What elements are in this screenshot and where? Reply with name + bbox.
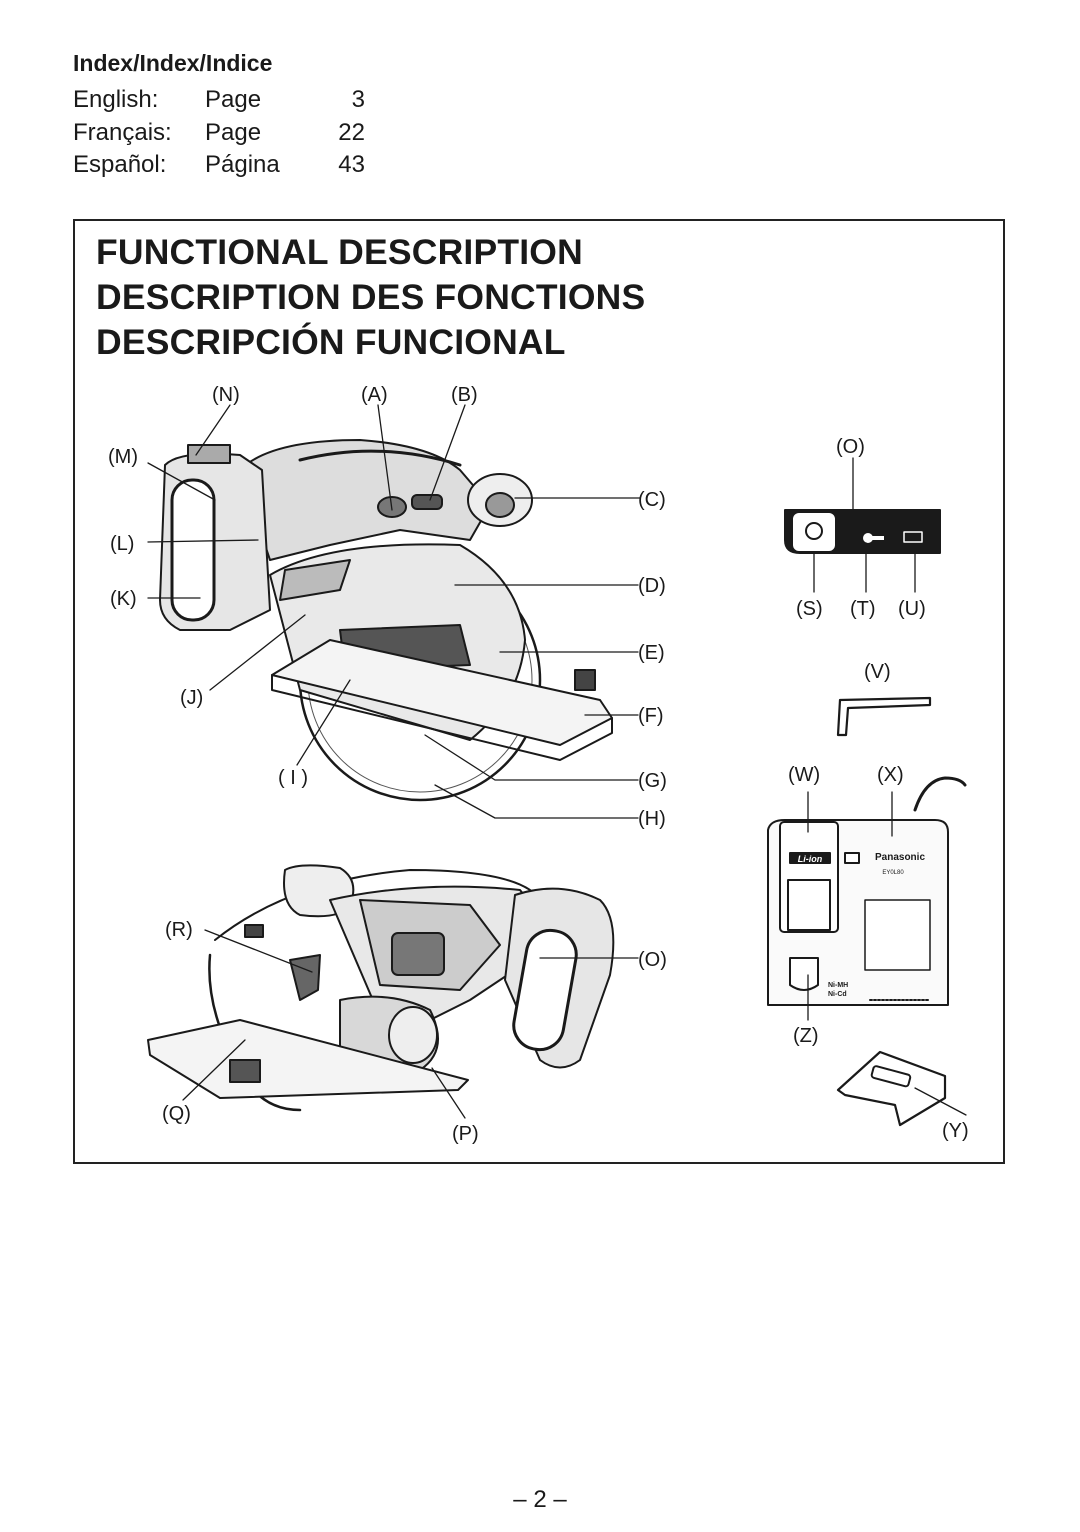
index-page-number: 3	[351, 86, 365, 113]
charger-battery-type: Li-ion	[798, 854, 823, 864]
figure-frame	[73, 219, 1005, 1164]
index-page-word: Page	[205, 86, 262, 113]
callout-c: (C)	[638, 489, 666, 511]
index-table: English: Page 3 Français: Page 22 Españo…	[73, 84, 373, 182]
callout-e: (E)	[638, 642, 665, 664]
callout-u: (U)	[898, 598, 926, 620]
index-page-word: Page	[205, 118, 262, 146]
index-language: Français:	[73, 118, 172, 146]
heading-spanish: DESCRIPCIÓN FUNCIONAL	[96, 322, 566, 362]
index-title: Index/Index/Indice	[73, 50, 273, 76]
section-headings: FUNCTIONAL DESCRIPTION DESCRIPTION DES F…	[96, 230, 645, 365]
callout-k: (K)	[110, 588, 137, 610]
charger-model: EY0L80	[882, 870, 904, 876]
heading-english: FUNCTIONAL DESCRIPTION	[96, 232, 583, 272]
callout-t: (T)	[850, 598, 876, 620]
page-number: – 2 –	[513, 1486, 567, 1513]
callout-h: (H)	[638, 808, 666, 830]
battery-charger	[767, 776, 967, 1006]
circular-saw-side-view	[159, 439, 613, 802]
callout-s: (S)	[796, 598, 823, 620]
callout-i: ( I )	[278, 767, 308, 789]
index-page-word: Página	[205, 151, 280, 178]
charger-brand: Panasonic	[875, 852, 925, 863]
callout-w: (W)	[788, 764, 820, 786]
circular-saw-rear-view	[147, 864, 615, 1112]
index-row: Français: Page 22	[73, 117, 373, 150]
callout-l: (L)	[110, 533, 134, 555]
callout-q: (Q)	[162, 1103, 191, 1125]
hex-wrench	[836, 696, 932, 737]
callout-x: (X)	[877, 764, 904, 786]
callout-o: (O)	[836, 436, 865, 458]
index-page-number: 22	[338, 118, 365, 146]
callout-j: (J)	[180, 687, 203, 709]
heading-french: DESCRIPTION DES FONCTIONS	[96, 277, 646, 317]
callout-n: (N)	[212, 384, 240, 406]
callout-z: (Z)	[793, 1025, 819, 1047]
callout-b: (B)	[451, 384, 478, 406]
callout-g: (G)	[638, 770, 667, 792]
callout-p: (P)	[452, 1123, 479, 1145]
callout-f: (F)	[638, 705, 664, 727]
callout-r: (R)	[165, 919, 193, 941]
callout-y: (Y)	[942, 1120, 969, 1142]
charger-compat-nicd: Ni-Cd	[828, 991, 847, 998]
control-panel	[784, 509, 941, 554]
callout-d: (D)	[638, 575, 666, 597]
callout-o-rear: (O)	[638, 949, 667, 971]
battery-cover	[836, 1050, 967, 1127]
charger-compat-nimh: Ni-MH	[828, 982, 848, 989]
index-language: Español:	[73, 151, 167, 178]
callout-m: (M)	[108, 446, 138, 468]
index-row: Español: Página 43	[73, 149, 373, 182]
index-page-number: 43	[338, 151, 365, 178]
callout-v: (V)	[864, 661, 891, 683]
index-language: English:	[73, 86, 159, 113]
callout-a: (A)	[361, 384, 388, 406]
index-row: English: Page 3	[73, 84, 373, 117]
